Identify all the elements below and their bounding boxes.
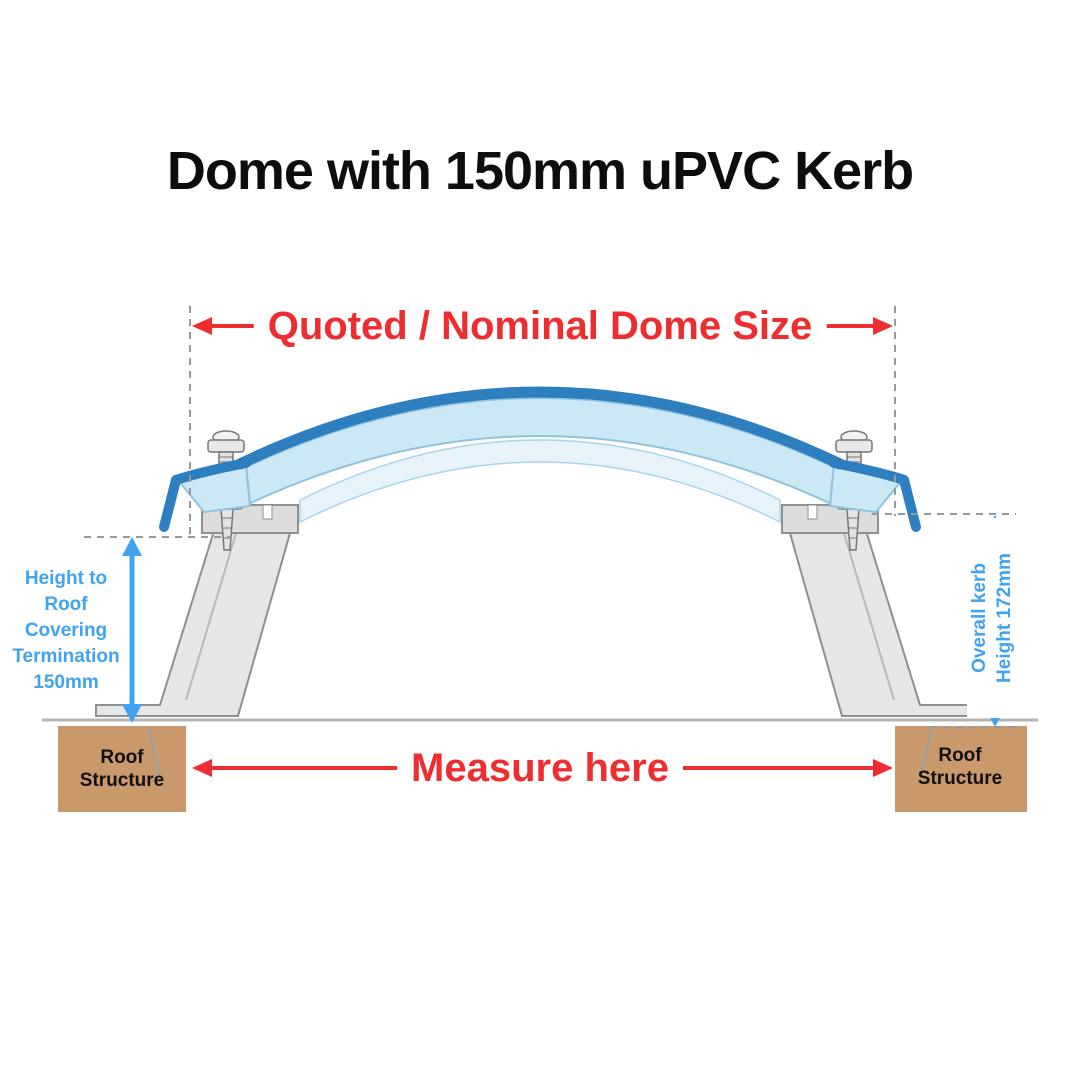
left-height-arrow	[122, 537, 142, 723]
right-kerb-detail-line	[839, 519, 895, 701]
roof-structure-label-left: Roof Structure	[79, 747, 165, 791]
roof-structure-right-fill	[895, 726, 1027, 812]
left-kerb-notch-2	[262, 504, 273, 520]
right-screw-head	[835, 439, 873, 453]
quoted-nominal-dome-size-label: Quoted / Nominal Dome Size	[253, 302, 827, 350]
kerb-height-label-line-2: Height 172mm	[994, 553, 1015, 683]
dome-right-skirt	[829, 458, 921, 532]
left-lower-screw-shaft	[220, 508, 234, 551]
height-to-roof-covering-label: Height to Roof Covering Termination 150m…	[0, 566, 132, 696]
left-kerb	[95, 504, 300, 717]
height-label-line-1: Height to	[24, 568, 108, 589]
overall-kerb-height-label: Overall kerb Height 172mm	[967, 518, 1023, 718]
left-screw-head	[207, 439, 245, 453]
height-label-line-5: 150mm	[33, 672, 99, 693]
page-title: Dome with 150mm uPVC Kerb	[166, 141, 914, 201]
kerb-height-label-line-1: Overall kerb	[969, 563, 990, 673]
left-height-arrowhead-top	[122, 537, 142, 556]
roof-structure-left-hatch	[147, 727, 161, 779]
right-kerb	[780, 504, 985, 717]
right-kerb-profile	[780, 504, 985, 717]
height-label-line-4: Termination	[12, 646, 120, 667]
left-height-arrowhead-bottom	[122, 704, 142, 723]
height-label-line-3: Covering	[24, 620, 108, 641]
dome-glazing	[159, 386, 921, 532]
dome-outer-skin	[234, 386, 846, 470]
measure-here-arrowhead-left	[192, 759, 212, 777]
roof-structure-right-hatch	[919, 727, 933, 779]
top-dimension-arrowhead-right	[873, 317, 893, 335]
left-kerb-detail-line	[185, 519, 241, 701]
right-kerb-notch-1	[807, 504, 818, 520]
dome-left-skirt	[159, 458, 251, 532]
measure-here-arrowhead-right	[873, 759, 893, 777]
height-label-line-2: Roof	[44, 594, 88, 615]
right-lower-screw-shaft	[846, 508, 860, 551]
dome-inner-glazing-band	[299, 439, 781, 524]
roof-structure-label-right: Roof Structure	[917, 745, 1003, 789]
roof-structure-left-fill	[58, 726, 186, 812]
dashed-reference-lines	[84, 306, 1016, 728]
roof-structure-right-block	[895, 726, 1027, 812]
top-dimension-arrowhead-left	[192, 317, 212, 335]
roof-structure-left-block	[58, 726, 186, 812]
measure-here-label: Measure here	[397, 744, 683, 792]
